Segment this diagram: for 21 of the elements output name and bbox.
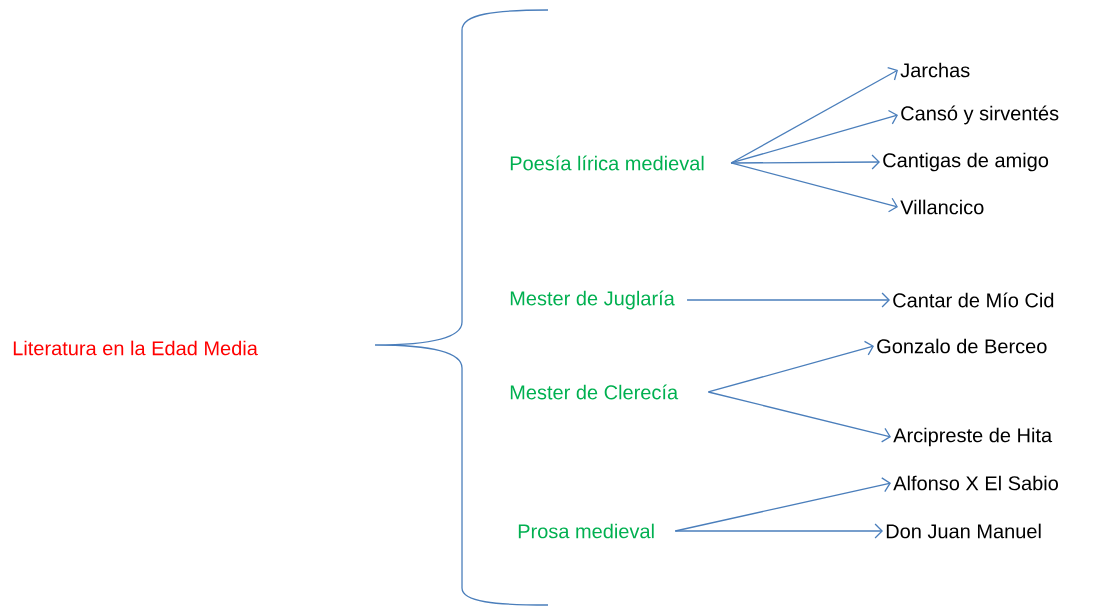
- item-label: Don Juan Manuel: [886, 523, 1041, 539]
- arrow: [707, 340, 874, 393]
- arrow: [730, 162, 898, 213]
- arrow: [730, 154, 880, 170]
- item-label: Cansó y sirventés: [901, 105, 1059, 125]
- item-label: Arcipreste de Hita: [893, 427, 1053, 447]
- arrow: [707, 391, 891, 443]
- item-label: Cantar de Mío Cid: [893, 292, 1054, 308]
- category-label: Mester de Clerecía: [510, 384, 679, 400]
- item-label: Cantigas de amigo: [883, 152, 1049, 172]
- arrow: [686, 292, 890, 308]
- item-label: Jarchas: [900, 62, 970, 78]
- root-label: Literatura en la Edad Media: [13, 340, 258, 356]
- item-label: Alfonso X El Sabio: [893, 475, 1058, 491]
- item-label: Villancico: [900, 199, 984, 215]
- arrow: [730, 67, 898, 164]
- category-label: Mester de Juglaría: [510, 290, 675, 310]
- item-label: Gonzalo de Berceo: [877, 338, 1047, 354]
- arrow: [674, 523, 883, 539]
- category-label: Poesía lírica medieval: [510, 155, 704, 171]
- category-label: Prosa medieval: [518, 523, 654, 539]
